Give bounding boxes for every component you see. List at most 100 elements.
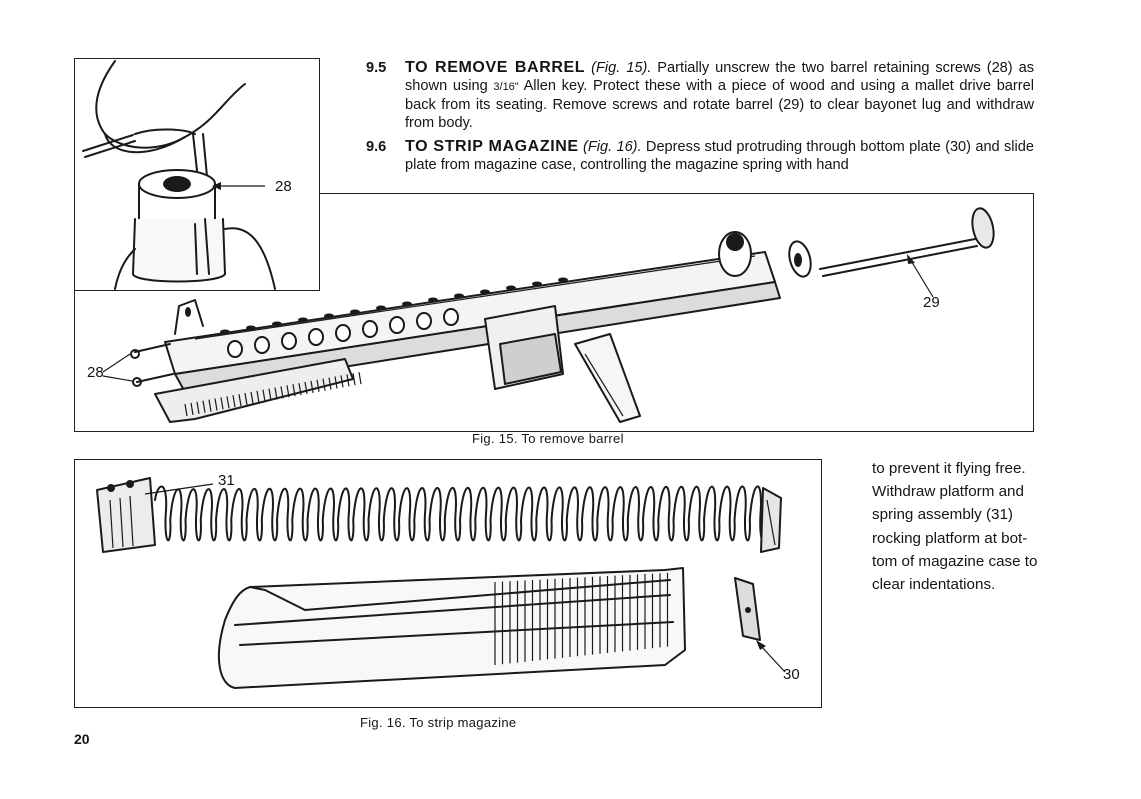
vent-hole: [443, 308, 459, 326]
callout-30: 30: [783, 666, 800, 683]
hatch-line: [208, 399, 212, 412]
top-slot: [480, 289, 490, 295]
bottom-plate-drawing: [734, 577, 761, 641]
hatch-line: [220, 397, 224, 410]
hatch-line: [322, 378, 326, 391]
ventilation-holes: [220, 277, 568, 358]
section-9-6-continuation: to prevent it flying free. Withdraw plat…: [872, 457, 1062, 596]
figure-15-inset: 28: [74, 58, 320, 291]
continuation-line: clear indentations.: [872, 576, 996, 594]
section-9-6: 9.6 TO STRIP MAGAZINE (Fig. 16). Depress…: [366, 138, 1034, 174]
hatch-line: [196, 401, 200, 414]
hand-drawing: [95, 60, 246, 149]
page-number: 20: [74, 731, 90, 747]
hatch-line: [262, 389, 266, 402]
top-slot: [350, 309, 360, 315]
section-text: Depress stud protruding through bottom p…: [405, 139, 1034, 173]
continuation-line: rocking platform at bot-: [872, 529, 1028, 547]
allen-key-illustration: [82, 60, 276, 290]
hatch-line: [304, 381, 308, 395]
top-slot: [558, 277, 568, 283]
hatch-line: [214, 398, 218, 411]
figure-15-caption: Fig. 15. To remove barrel: [472, 431, 624, 446]
hatch-line: [226, 396, 230, 409]
hatch-line: [184, 403, 188, 417]
top-slot: [506, 285, 516, 291]
callout-28-inset: 28: [275, 178, 292, 195]
hatch-line: [298, 383, 302, 396]
top-slot: [298, 317, 308, 323]
vent-hole: [308, 328, 324, 346]
hatch-line: [244, 392, 248, 406]
continuation-line: tom of magazine case to: [872, 552, 1038, 570]
hatch-line: [346, 374, 350, 387]
hatch-line: [340, 375, 344, 388]
section-9-5: 9.5 TO REMOVE BARREL (Fig. 15). Partiall…: [366, 59, 1034, 132]
hatch-line: [352, 373, 356, 386]
vent-hole: [227, 340, 243, 358]
vent-hole: [281, 332, 297, 350]
top-slot: [376, 305, 386, 311]
callout-28-screws: 28: [87, 364, 104, 381]
section-text: Partially unscrew the two barrel retaini…: [405, 60, 1034, 94]
allen-key-drawing: [82, 134, 134, 152]
magazine-case-drawing: [218, 567, 686, 689]
hatch-line: [328, 377, 332, 390]
vent-hole: [416, 312, 432, 330]
top-slot: [324, 313, 334, 319]
vent-hole: [254, 336, 270, 354]
barrel-drawing: [788, 207, 995, 278]
callout-31: 31: [218, 472, 235, 489]
continuation-line: spring assembly (31): [872, 506, 1013, 524]
hatch-line: [358, 372, 362, 385]
section-body: TO STRIP MAGAZINE (Fig. 16). Depress stu…: [405, 138, 1034, 174]
top-slot: [220, 329, 230, 335]
top-slot: [532, 281, 542, 287]
section-text: Allen key. Protect these with a piece of…: [405, 78, 1034, 131]
vent-hole: [362, 320, 378, 338]
hatch-line: [310, 380, 314, 393]
vent-hole: [335, 324, 351, 342]
lower-hatching: [184, 372, 362, 417]
magazine-ribs: [494, 572, 669, 665]
vent-hole: [389, 316, 405, 334]
rifle-illustration: [102, 207, 995, 423]
hatch-line: [250, 391, 254, 404]
hatch-line: [202, 400, 206, 413]
figure-reference: (Fig. 16).: [582, 139, 642, 155]
top-slot: [246, 325, 256, 331]
callout-29: 29: [923, 294, 940, 311]
hatch-line: [286, 385, 290, 398]
figure-16-caption: Fig. 16. To strip magazine: [360, 715, 517, 730]
spring-drawing: [154, 485, 767, 542]
platform-drawing: [96, 477, 156, 553]
section-heading: TO STRIP MAGAZINE: [405, 138, 579, 155]
hatch-line: [292, 384, 296, 397]
section-body: TO REMOVE BARREL (Fig. 15). Partially un…: [405, 59, 1034, 132]
figure-16-frame: 31 30: [74, 459, 822, 708]
section-heading: TO REMOVE BARREL: [405, 59, 586, 76]
hatch-line: [232, 395, 236, 408]
top-slot: [454, 293, 464, 299]
section-number: 9.6: [366, 139, 387, 155]
hatch-line: [334, 376, 338, 389]
top-slot: [428, 297, 438, 303]
hatch-line: [190, 402, 194, 415]
hatch-line: [256, 390, 260, 403]
top-slot: [272, 321, 282, 327]
figure-15-frame: 29 28: [74, 193, 1034, 432]
top-slot: [402, 301, 412, 307]
lower-body-drawing: [154, 358, 362, 423]
magazine-illustration: [96, 477, 786, 689]
section-number: 9.5: [366, 60, 387, 76]
continuation-line: to prevent it flying free.: [872, 460, 1026, 477]
hatch-line: [274, 387, 278, 400]
hatch-line: [268, 388, 272, 401]
magazine-housing-drawing: [484, 305, 641, 423]
figure-reference: (Fig. 15).: [591, 60, 652, 76]
continuation-line: Withdraw platform and: [872, 483, 1024, 501]
hatch-line: [238, 394, 242, 407]
allen-key-size: 3/16": [493, 81, 519, 93]
hatch-line: [316, 379, 320, 392]
hatch-line: [280, 386, 284, 399]
